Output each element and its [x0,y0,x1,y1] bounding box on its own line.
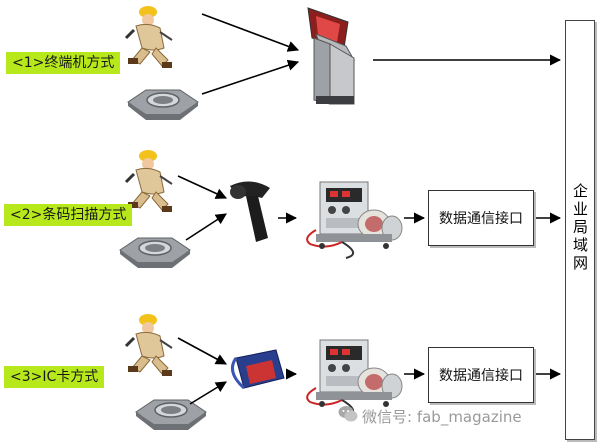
data-interface-box-barcode: 数据通信接口 [428,190,534,246]
barcode-scanner-icon [230,181,270,242]
mode-label-ic-card: <3>IC卡方式 [4,366,105,388]
enterprise-lan-box: 企业局域网 [565,20,595,440]
worker-icon [124,312,174,378]
workpiece-icon [119,237,191,269]
watermark-text: 微信号: fab_magazine [362,408,522,426]
data-interface-box-ic-card: 数据通信接口 [428,347,534,403]
kiosk-terminal-icon [307,7,356,105]
workpiece-icon [127,89,199,121]
wechat-icon [338,406,358,422]
worker-icon [124,148,174,214]
mode-label-terminal: <1>终端机方式 [6,52,121,74]
ic-card-reader-icon [230,349,285,390]
mode-label-barcode: <2>条码扫描方式 [4,204,133,226]
workpiece-icon [135,399,207,431]
welding-machine-icon [306,181,403,259]
enterprise-lan-label: 企业局域网 [571,183,589,273]
worker-icon [124,4,174,70]
